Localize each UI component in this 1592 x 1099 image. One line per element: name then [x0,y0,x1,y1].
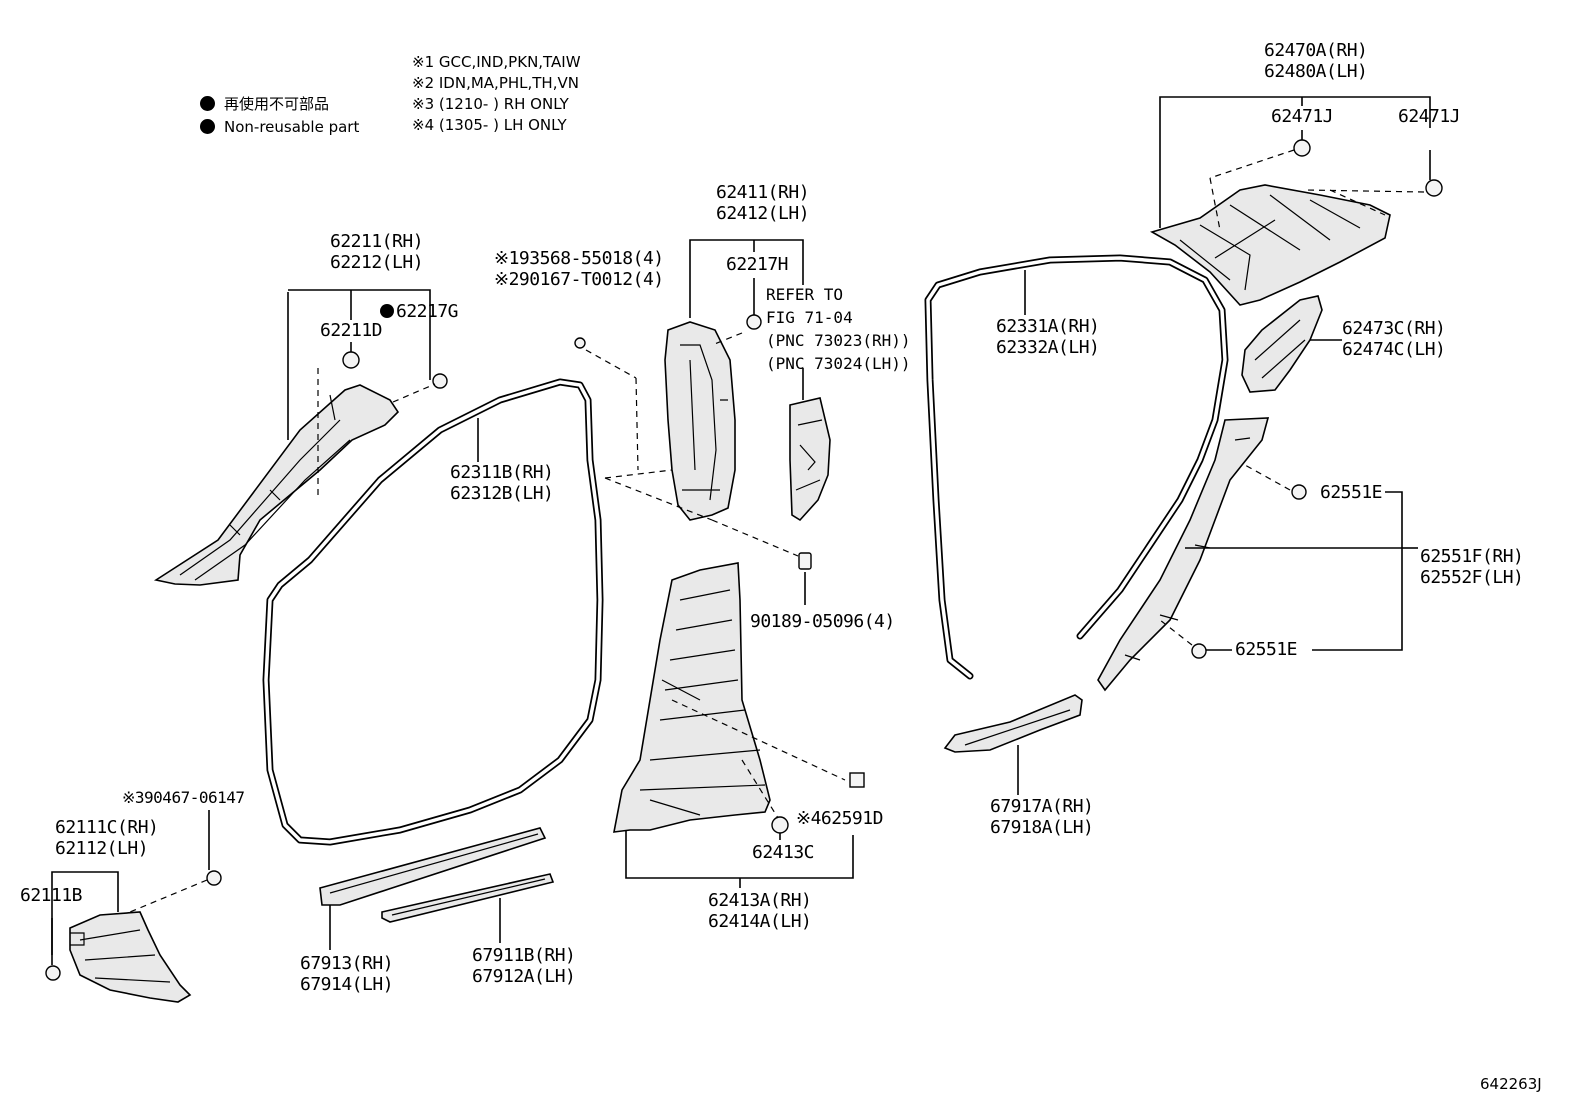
refer-line-1: REFER TO [766,285,844,304]
legend-non-reusable-ja: 再使用不可部品 [200,93,329,114]
part-number: 67911B(RH) [472,945,576,966]
non-reusable-dot-icon [380,304,394,318]
center-pillar-upper-garnish-shape [664,321,736,521]
part-number: 67913(RH) [300,953,394,974]
applicability-notes: ※1 GCC,IND,PKN,TAIW ※2 IDN,MA,PHL,TH,VN … [412,52,581,136]
part-number: 67914(LH) [300,974,394,995]
label-62551F: 62551F(RH) 62552F(LH) [1420,546,1524,588]
part-number: 67918A(LH) [990,817,1094,838]
note-4: ※4 (1305- ) LH ONLY [412,116,567,134]
refer-line-2: FIG 71-04 [766,308,853,327]
part-number: 62331A(RH) [996,316,1100,337]
legend-non-reusable-en: Non-reusable part [200,118,359,136]
front-door-weatherstrip-shape [262,378,604,846]
label-62413A: 62413A(RH) 62414A(LH) [708,890,812,932]
cowl-side-trim-shape [69,911,192,1003]
rear-door-trim-shape [1097,417,1270,692]
label-90189: 90189-05096(4) [750,611,895,632]
a-pillar-garnish-shape [153,384,400,586]
rear-scuff-plate-shape [943,694,1083,753]
label-90467: ※390467-06147 [122,787,245,808]
part-number: 62111C(RH) [55,817,159,838]
part-number: 62414A(LH) [708,911,812,932]
refer-line-3: (PNC 73023(RH)) [766,331,911,350]
part-number: ※390467-06147 [122,788,245,807]
label-62473C: 62473C(RH) 62474C(LH) [1342,318,1446,360]
label-62470A: 62470A(RH) 62480A(LH) [1264,40,1368,82]
label-62111C: 62111C(RH) 62112(LH) [55,817,159,859]
label-62551E-bottom: 62551E [1235,639,1298,660]
refer-to-fig-note: REFER TO FIG 71-04 (PNC 73023(RH)) (PNC … [766,283,911,375]
part-number: 67917A(RH) [990,796,1094,817]
part-number: ※462591D [796,808,883,829]
clip-90189-shape [798,552,812,570]
part-number: 62473C(RH) [1342,318,1446,339]
part-number: 62551E [1235,639,1298,660]
fasteners [45,139,1443,981]
front-scuff-plate-shape [319,827,547,906]
part-number: 62413C [752,842,815,863]
part-number: 62413A(RH) [708,890,812,911]
part-number: 62111B [20,885,83,906]
label-62311B: 62311B(RH) 62312B(LH) [450,462,554,504]
rear-door-weatherstrip-shape [924,254,1229,680]
label-67917A: 67917A(RH) 67918A(LH) [990,796,1094,838]
part-number: 62217G [396,301,459,322]
label-62111B: 62111B [20,885,83,906]
part-number: 62471J [1398,106,1461,127]
refer-line-4: (PNC 73024(LH)) [766,354,911,373]
legend-ja-text: 再使用不可部品 [224,95,330,113]
label-62211D: 62211D [320,320,383,341]
figure-code: 642263J [1480,1075,1542,1093]
part-number: 62552F(LH) [1420,567,1524,588]
quarter-trim-shape [1241,295,1323,393]
part-number: 62112(LH) [55,838,149,859]
part-number: 62211D [320,320,383,341]
label-67911B: 67911B(RH) 67912A(LH) [472,945,576,987]
non-reusable-dot-icon [200,119,215,134]
roof-side-garnish-shape [1149,184,1391,306]
label-62591D: ※462591D [796,808,883,829]
label-62471J-left: 62471J [1271,106,1334,127]
legend-en-text: Non-reusable part [224,118,360,136]
part-number: 62480A(LH) [1264,61,1368,82]
front-scuff-plate-inner-shape [381,873,555,923]
label-62211: 62211(RH) 62212(LH) [330,231,424,273]
part-number: 62217H [726,254,789,275]
part-number: 90189-05096(4) [750,611,895,632]
label-62413C: 62413C [752,842,815,863]
part-number: 62212(LH) [330,252,424,273]
non-reusable-dot-icon [200,96,215,111]
label-67913: 67913(RH) 67914(LH) [300,953,394,995]
center-pillar-lower-garnish-shape [613,562,771,833]
part-number: 62551F(RH) [1420,546,1524,567]
label-62217H: 62217H [726,254,789,275]
seat-belt-adjuster-shape [789,397,831,522]
part-number: 62311B(RH) [450,462,554,483]
part-number: ※290167-T0012(4) [494,269,664,290]
part-number: 62332A(LH) [996,337,1100,358]
part-number: 62411(RH) [716,182,810,203]
leader-lines [51,96,1431,965]
note-2: ※2 IDN,MA,PHL,TH,VN [412,74,579,92]
label-62331A: 62331A(RH) 62332A(LH) [996,316,1100,358]
part-number: 62312B(LH) [450,483,554,504]
label-93568: ※193568-55018(4) ※290167-T0012(4) [494,248,664,290]
label-62217G: 62217G [380,301,459,322]
part-number: 62551E [1320,482,1383,503]
part-number: 62211(RH) [330,231,424,252]
label-62471J-right: 62471J [1398,106,1461,127]
part-number: 62470A(RH) [1264,40,1368,61]
label-62411: 62411(RH) 62412(LH) [716,182,810,224]
note-1: ※1 GCC,IND,PKN,TAIW [412,53,581,71]
part-number: 67912A(LH) [472,966,576,987]
part-number: 62471J [1271,106,1334,127]
part-number: 62412(LH) [716,203,810,224]
part-number: 62474C(LH) [1342,339,1446,360]
part-number: ※193568-55018(4) [494,248,664,269]
note-3: ※3 (1210- ) RH ONLY [412,95,569,113]
label-62551E-top: 62551E [1320,482,1383,503]
